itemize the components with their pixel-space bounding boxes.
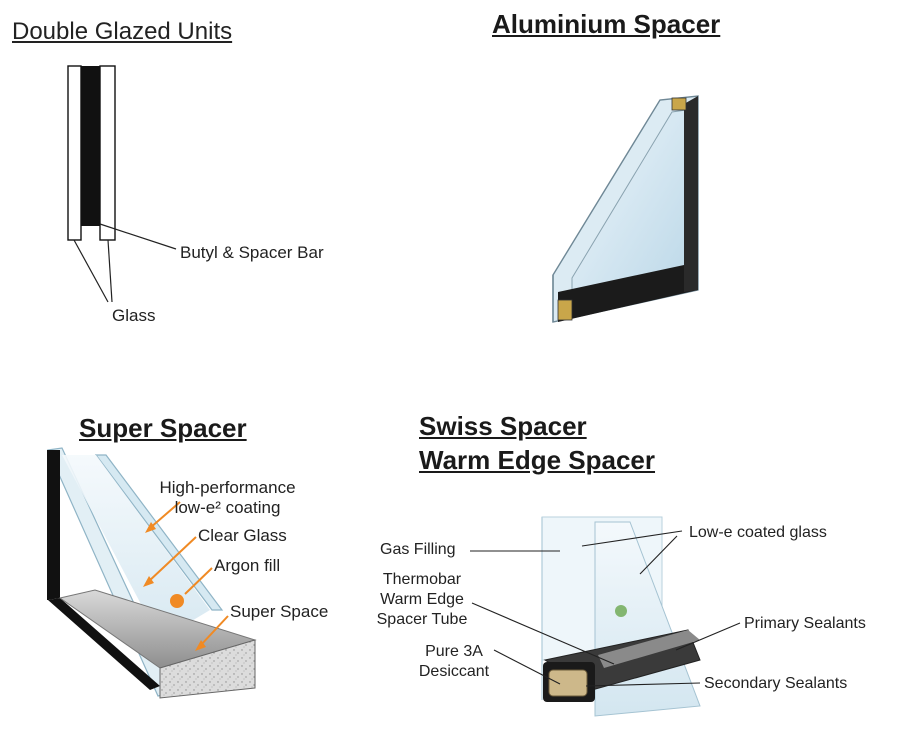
swiss-logo-mark [615,605,627,617]
left-glass-pane [67,65,82,241]
coating-arrow [149,501,181,529]
thermobar-label-line1: Thermobar [382,571,462,588]
super-clear-glass-face [62,455,210,640]
double-glazed-title: Double Glazed Units [12,18,233,45]
glass-leader-left [73,239,109,303]
thermobar-label-line2: Warm Edge [380,591,464,608]
argon-fill-dot [170,594,184,608]
glass-leader-right [107,239,113,303]
gas-filling-label: Gas Filling [380,541,456,558]
super-space-arrow [199,615,229,647]
super-space-label: Super Space [230,602,329,621]
swiss-spacer-title-line2: Warm Edge Spacer [419,445,656,475]
double-glazed-unit-drawing [67,65,177,303]
swiss-desiccant-core [548,669,588,697]
argon-fill-label: Argon fill [214,556,281,575]
aluminium-spacer-title: Aluminium Spacer [492,9,721,39]
coating-label-line2: low-e² coating [174,498,281,517]
butyl-spacer-label: Butyl & Spacer Bar [180,243,324,262]
butyl-leader-line [99,223,177,250]
aluminium-spacer-drawing [552,95,699,323]
right-glass-pane [99,65,116,241]
lowe-coated-glass-label: Low-e coated glass [689,524,827,541]
clear-glass-arrow [147,536,197,583]
coating-label-line1: High-performance [159,478,296,497]
alu-spacer-bottom [558,262,698,322]
super-spacer-drawing [47,447,257,699]
swiss-spacer-drawing [470,516,741,717]
clear-glass-label: Clear Glass [198,526,287,545]
super-spacer-black-back [48,598,160,690]
argon-arrow [184,567,213,595]
desiccant-label-line1: Pure 3A [425,643,483,660]
alu-spacer-top [671,97,687,111]
super-spacer-black-side [48,450,60,600]
glass-label: Glass [112,306,156,325]
swiss-primary-sealant [598,630,700,668]
super-spacer-title: Super Spacer [79,413,247,443]
swiss-spacer-title-line1: Swiss Spacer [419,411,587,441]
secondary-sealants-label: Secondary Sealants [704,675,848,692]
spacer-bar [81,66,100,226]
super-spacer-bar-end [159,639,256,699]
primary-sealants-label: Primary Sealants [744,615,866,632]
alu-spacer-end [557,299,573,321]
thermobar-label-line3: Spacer Tube [376,611,468,628]
desiccant-label-line2: Desiccant [418,663,490,680]
alu-spacer-side [684,96,698,292]
